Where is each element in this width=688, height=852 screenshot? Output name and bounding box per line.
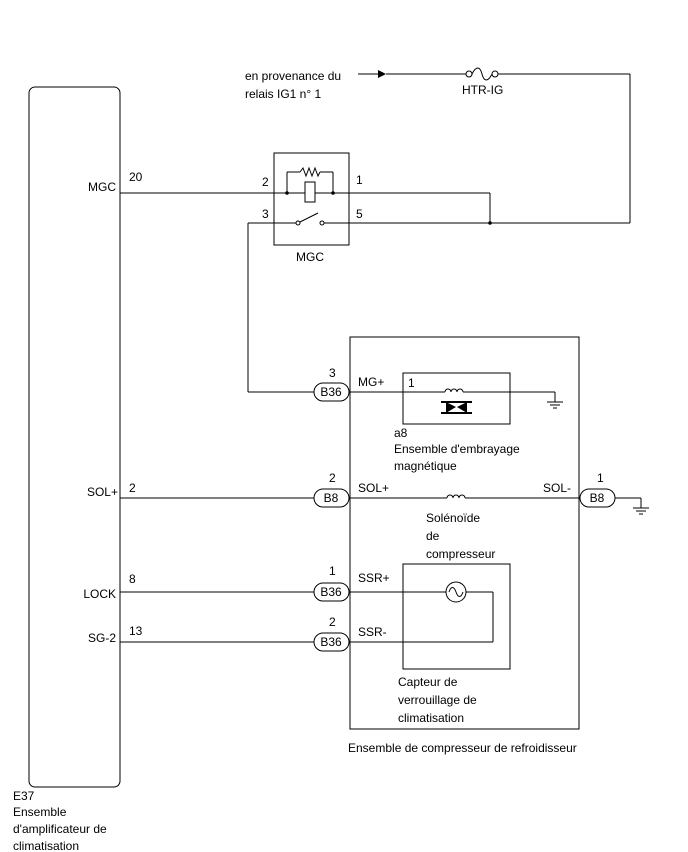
terminal-pin-lock: 8 [129, 572, 136, 586]
clutch-pin: 1 [408, 376, 415, 390]
sensor-line2: verrouillage de [398, 693, 477, 707]
connector-b36-ssr-minus [313, 632, 350, 652]
terminal-name-lock: LOCK [83, 587, 116, 601]
connector-b8-sol-minus [579, 488, 616, 508]
compressor-box [349, 336, 580, 730]
terminal-pin-mgc: 20 [129, 170, 143, 184]
source-line2: relais IG1 n° 1 [245, 87, 321, 101]
clutch-name-line1: Ensemble d'embrayage [394, 442, 520, 456]
clutch-wiring [349, 388, 564, 409]
connector-pin-sol-plus: 2 [329, 471, 336, 485]
sensor-icon [445, 581, 467, 603]
signal-sol-minus: SOL- [543, 481, 571, 495]
connector-code-sol-minus: B8 [590, 491, 605, 505]
connector-pin-ssr-plus: 1 [329, 564, 336, 578]
relay-box [273, 152, 350, 246]
connector-code-mg: B36 [320, 385, 342, 399]
connector-code-ssr-minus: B36 [320, 635, 342, 649]
relay-switch-symbol [247, 212, 630, 393]
sensor-line1: Capteur de [398, 675, 458, 689]
relay-pin-1: 1 [356, 173, 363, 187]
terminal-pin-sg2: 13 [129, 624, 143, 638]
sensor-box [402, 563, 511, 670]
clutch-id: a8 [394, 426, 408, 440]
amplifier-name-line2: d'amplificateur de [13, 822, 107, 836]
signal-mg-plus: MG+ [358, 375, 384, 389]
clutch-box [402, 372, 511, 425]
relay-pin-3: 3 [262, 207, 269, 221]
solenoid-line2: de [426, 529, 440, 543]
connector-code-ssr-plus: B36 [320, 585, 342, 599]
amplifier-box [28, 86, 121, 788]
clutch-name-line2: magnétique [394, 459, 457, 473]
sensor-line3: climatisation [398, 711, 464, 725]
connector-b36-ssr-plus [313, 582, 350, 602]
amplifier-id: E37 [13, 789, 35, 803]
signal-sol-plus: SOL+ [358, 481, 389, 495]
clutch-icon [441, 401, 472, 414]
solenoid-line3: compresseur [426, 547, 495, 561]
relay-pin-5: 5 [356, 207, 363, 221]
fuse-symbol [465, 67, 499, 81]
sensor-wiring [120, 591, 494, 643]
connector-b8-sol-plus [313, 488, 350, 508]
signal-ssr-plus: SSR+ [358, 571, 390, 585]
source-line1: en provenance du [245, 69, 341, 83]
source-feed [358, 70, 631, 223]
connector-pin-mg: 3 [329, 366, 336, 380]
terminal-name-sg2: SG-2 [88, 631, 116, 645]
relay-pin-2: 2 [262, 175, 269, 189]
compressor-label: Ensemble de compresseur de refroidisseur [348, 741, 577, 755]
connector-pin-ssr-minus: 2 [329, 615, 336, 629]
solenoid-wiring [120, 494, 650, 515]
signal-ssr-minus: SSR- [358, 625, 387, 639]
terminal-name-sol-plus: SOL+ [87, 485, 118, 499]
terminal-pin-sol-plus: 2 [129, 481, 136, 495]
terminal-name-mgc: MGC [88, 180, 116, 194]
relay-coil-symbol [120, 166, 491, 223]
solenoid-line1: Solénoïde [426, 511, 480, 525]
relay-label: MGC [296, 250, 324, 264]
amplifier-name-line1: Ensemble [13, 805, 67, 819]
fuse-label: HTR-IG [462, 83, 503, 97]
connector-code-sol-plus: B8 [324, 491, 339, 505]
amplifier-name-line3: climatisation [13, 839, 79, 852]
connector-pin-sol-minus: 1 [597, 471, 604, 485]
